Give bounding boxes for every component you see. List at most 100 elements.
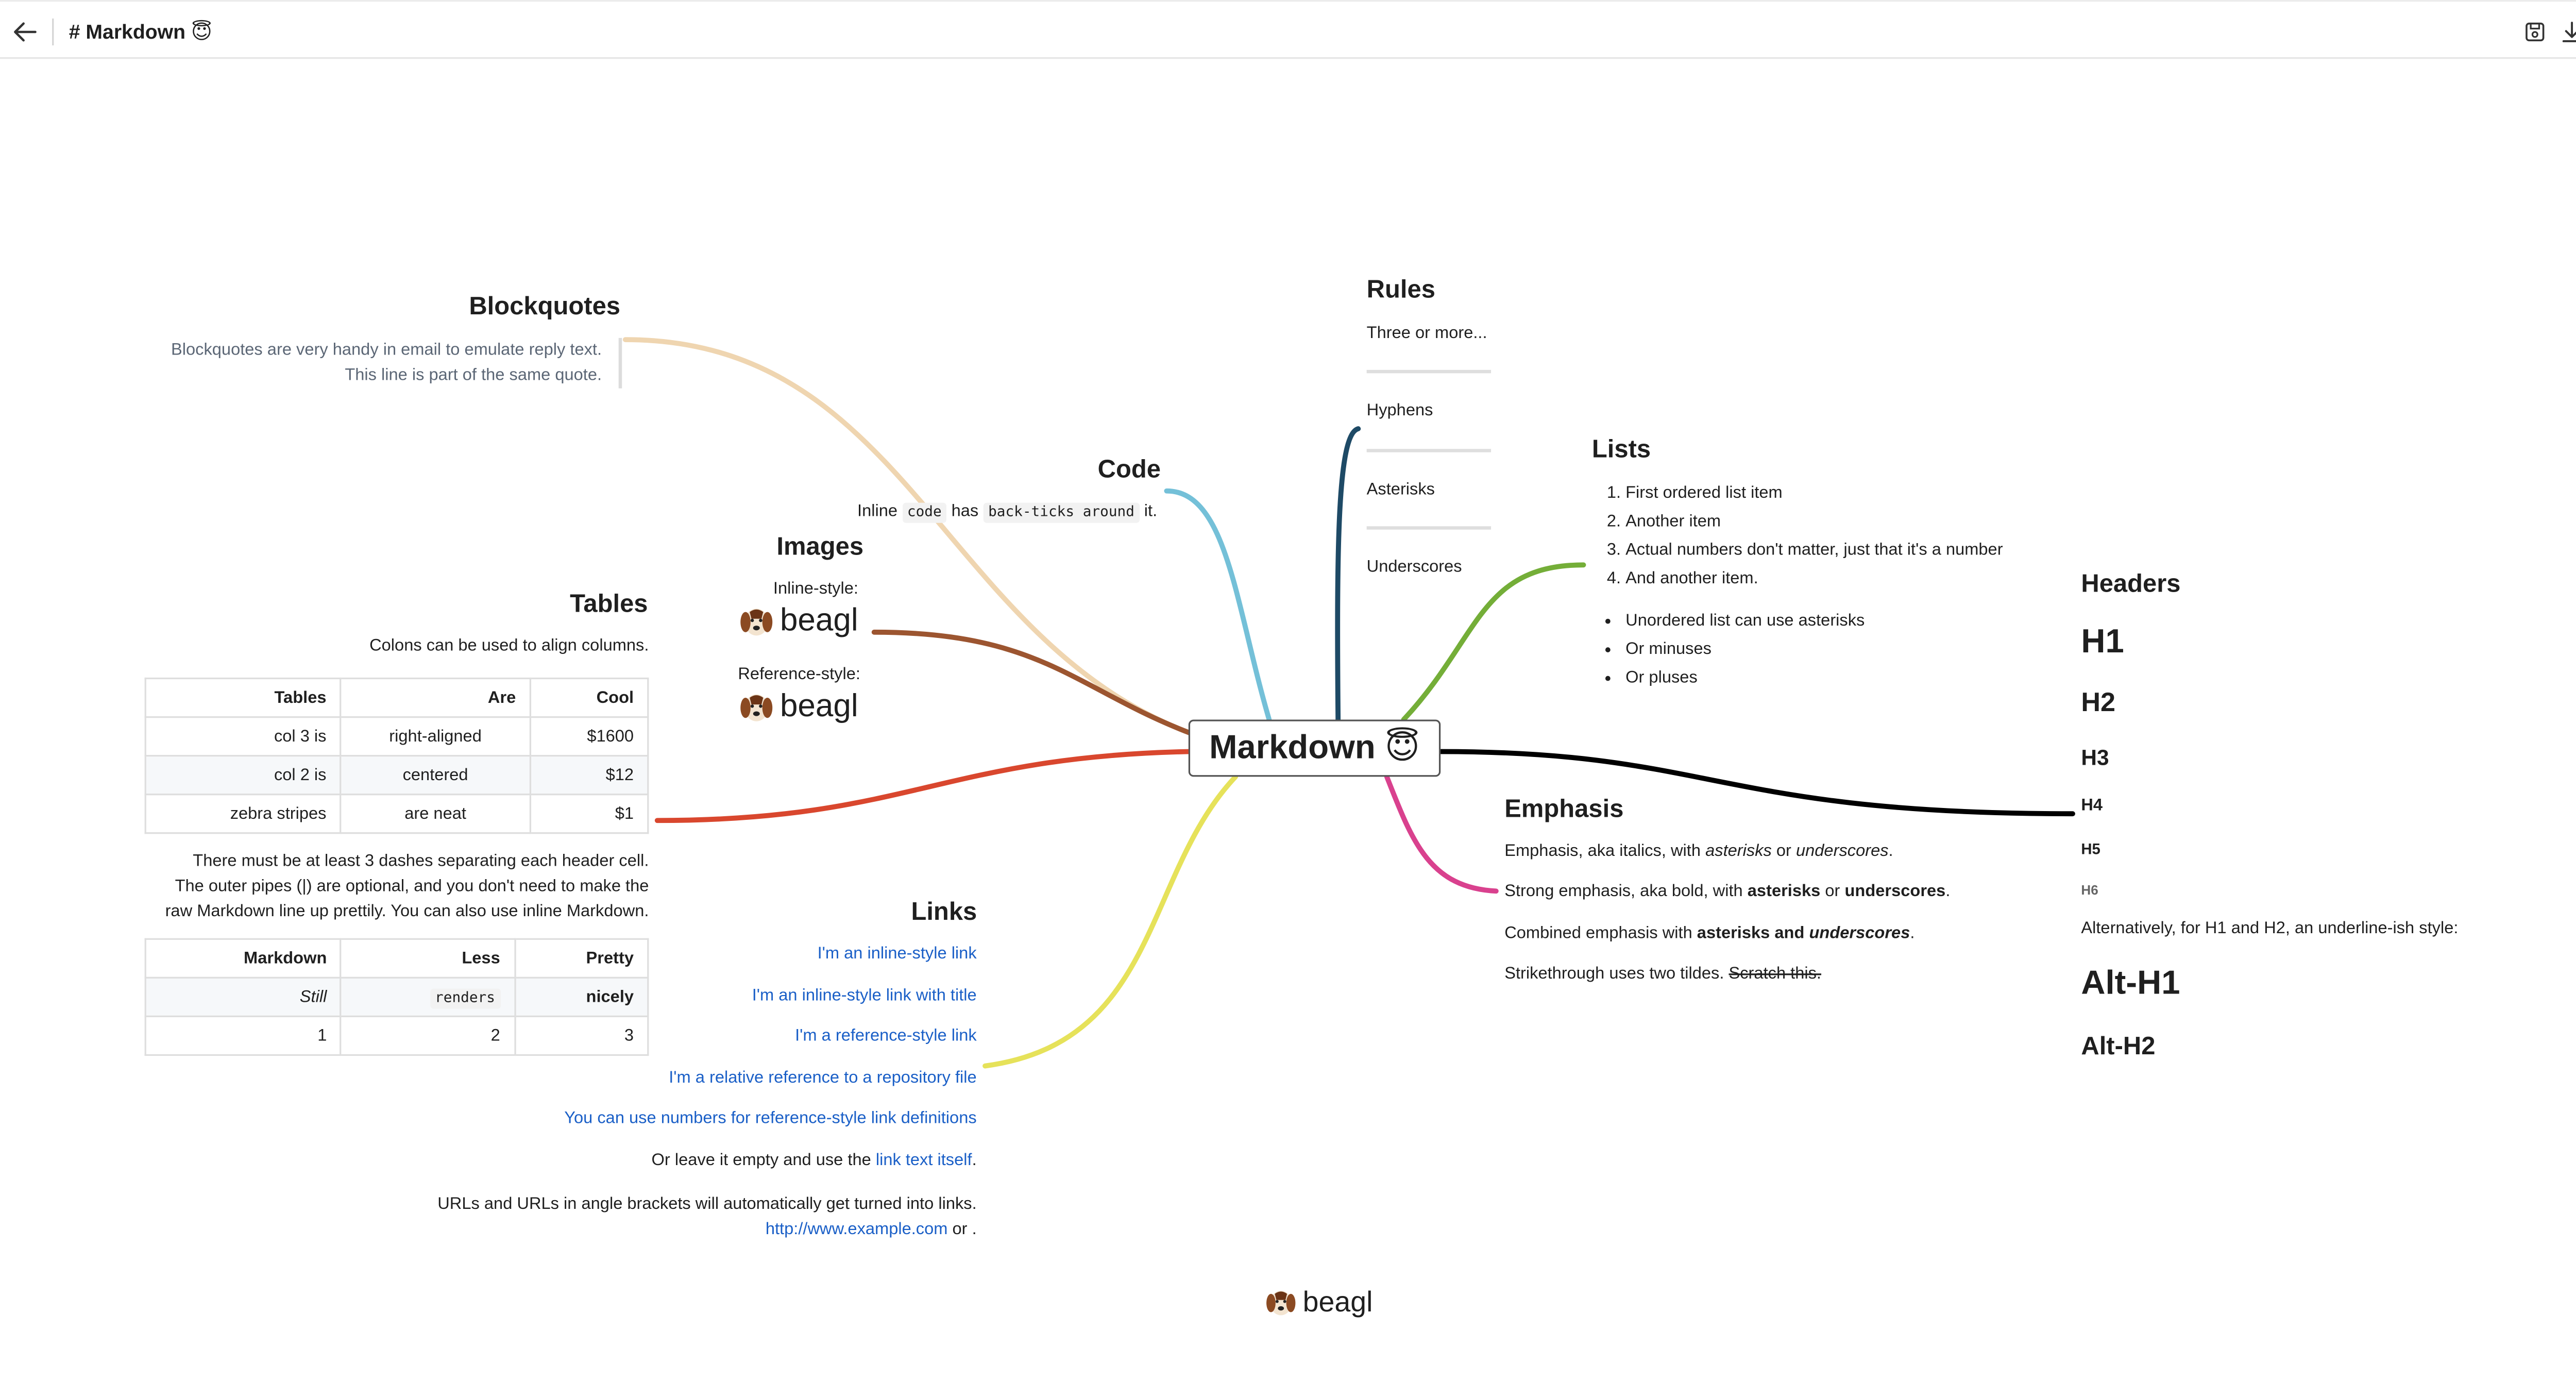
horizontal-rule	[1366, 449, 1492, 452]
beagl-wordmark: beagl	[779, 689, 858, 725]
bold-text: asterisks and	[1697, 924, 1809, 944]
connector-lists	[1401, 562, 1586, 722]
table-cell: 1	[144, 1015, 342, 1056]
connector-tables	[654, 749, 1193, 823]
bold-italic-text: underscores	[1809, 924, 1910, 944]
headers-alt-note: Alternatively, for H1 and H2, an underli…	[2081, 919, 2459, 938]
beagl-logo-reference: beagl	[738, 689, 858, 727]
table-cell: 2	[340, 1015, 516, 1056]
emphasis-text: .	[1888, 842, 1893, 861]
save-icon[interactable]	[2523, 20, 2547, 44]
tables-paragraph-line: raw Markdown line up prettily. You can a…	[165, 903, 649, 922]
links-url-paragraph: URLs and URLs in angle brackets will aut…	[437, 1192, 976, 1242]
connector-emphasis	[1384, 774, 1499, 894]
tables-paragraph-line: The outer pipes (|) are optional, and yo…	[175, 878, 649, 897]
back-arrow-icon[interactable]	[10, 17, 41, 47]
list-item: And another item.	[1625, 565, 2003, 593]
images-heading[interactable]: Images	[776, 533, 864, 562]
code-text-post: it.	[1144, 502, 1158, 521]
table-header: Less	[340, 938, 516, 979]
table-cell: $12	[529, 754, 649, 796]
strikethrough-text: Scratch this.	[1728, 965, 1822, 984]
link-reference-style[interactable]: I'm a reference-style link	[795, 1027, 977, 1046]
link-numbered-reference[interactable]: You can use numbers for reference-style …	[564, 1109, 977, 1129]
connector-blockquotes	[622, 337, 1193, 736]
link-inline-style-with-title[interactable]: I'm an inline-style link with title	[752, 987, 977, 1006]
header-h1: H1	[2081, 624, 2124, 661]
table-cell: centered	[340, 754, 531, 796]
rules-heading[interactable]: Rules	[1366, 276, 1435, 305]
document-title: # Markdown 😇	[69, 20, 212, 44]
table-cell: Still	[144, 976, 342, 1017]
connector-links	[982, 774, 1239, 1069]
lists-heading[interactable]: Lists	[1591, 435, 1651, 464]
table-cell: col 3 is	[144, 716, 342, 757]
header-h3: H3	[2081, 745, 2109, 770]
header-h6: H6	[2081, 882, 2098, 898]
root-node[interactable]: Markdown 😇	[1188, 719, 1441, 777]
links-text: .	[972, 1152, 977, 1170]
images-reference-label: Reference-style:	[738, 666, 860, 684]
blockquote-line-2: This line is part of the same quote.	[345, 366, 602, 385]
list-item: First ordered list item	[1625, 479, 2003, 508]
emphasis-text: Strong emphasis, aka bold, with	[1504, 882, 1748, 901]
table-header: Tables	[144, 677, 342, 718]
beagl-footer-logo: beagl	[1264, 1286, 1373, 1320]
table-header: Cool	[529, 677, 649, 718]
code-example: Inline code has back-ticks around it.	[857, 502, 1158, 523]
emphasis-text: or	[1771, 842, 1796, 861]
links-text: URLs and URLs in angle brackets will aut…	[437, 1195, 977, 1214]
table-header: Pretty	[513, 938, 649, 979]
link-inline-style[interactable]: I'm an inline-style link	[817, 945, 977, 964]
code-text-mid: has	[951, 502, 979, 521]
table-row: Still renders nicely	[144, 976, 649, 1017]
emphasis-text: Emphasis, aka italics, with	[1504, 842, 1706, 861]
beagl-wordmark: beagl	[779, 603, 858, 639]
table-row: col 3 is right-aligned $1600	[144, 716, 649, 757]
beagl-logo-inline: beagl	[738, 603, 858, 641]
list-item: Or minuses	[1625, 635, 1865, 664]
emphasis-text: .	[1910, 924, 1915, 944]
rules-intro: Three or more...	[1366, 324, 1487, 343]
blockquotes-heading[interactable]: Blockquotes	[469, 292, 621, 322]
horizontal-rule	[1366, 526, 1492, 530]
unordered-list: Unordered list can use asterisks Or minu…	[1592, 607, 1865, 693]
images-inline-label: Inline-style:	[773, 580, 858, 599]
header-alt-h1: Alt-H1	[2081, 965, 2180, 1002]
bold-text: asterisks	[1747, 882, 1821, 901]
toolbar: # Markdown 😇	[0, 0, 2576, 59]
code-text-pre: Inline	[857, 502, 898, 521]
list-item: Or pluses	[1625, 664, 1865, 693]
tables-paragraph: There must be at least 3 dashes separati…	[165, 849, 649, 925]
list-item: Another item	[1625, 508, 2003, 536]
link-text-itself[interactable]: link text itself	[875, 1152, 972, 1170]
links-heading[interactable]: Links	[911, 898, 977, 927]
emphasis-bold-line: Strong emphasis, aka bold, with asterisk…	[1504, 883, 1950, 901]
table-header: Are	[340, 677, 531, 718]
emphasis-heading[interactable]: Emphasis	[1504, 795, 1624, 824]
inline-code: renders	[430, 987, 500, 1008]
tables-note: Colons can be used to align columns.	[369, 637, 649, 656]
table-cell: $1	[529, 794, 649, 834]
table-cell: right-aligned	[340, 716, 531, 757]
headers-heading[interactable]: Headers	[2081, 570, 2181, 599]
table-cell: 3	[513, 1015, 649, 1056]
link-relative-reference[interactable]: I'm a relative reference to a repository…	[669, 1069, 977, 1088]
tables-heading[interactable]: Tables	[570, 590, 648, 619]
table-cell: are neat	[340, 794, 531, 834]
code-heading[interactable]: Code	[1097, 456, 1161, 484]
rules-item-underscores: Underscores	[1366, 558, 1462, 577]
markdown-inline-table: Markdown Less Pretty Still renders nicel…	[144, 938, 649, 1056]
table-row: col 2 is centered $12	[144, 754, 649, 796]
emphasis-italics-line: Emphasis, aka italics, with asterisks or…	[1504, 843, 1893, 861]
emphasis-text: .	[1945, 882, 1951, 901]
blockquote-line-1: Blockquotes are very handy in email to e…	[171, 341, 602, 360]
table-cell: $1600	[529, 716, 649, 757]
beagl-wordmark: beagl	[1302, 1286, 1373, 1319]
link-example-url[interactable]: http://www.example.com	[765, 1220, 948, 1239]
italic-text: underscores	[1795, 842, 1889, 861]
italic-text: asterisks	[1705, 842, 1772, 861]
table-cell: zebra stripes	[144, 794, 342, 834]
beagle-dog-icon	[1266, 1290, 1296, 1316]
